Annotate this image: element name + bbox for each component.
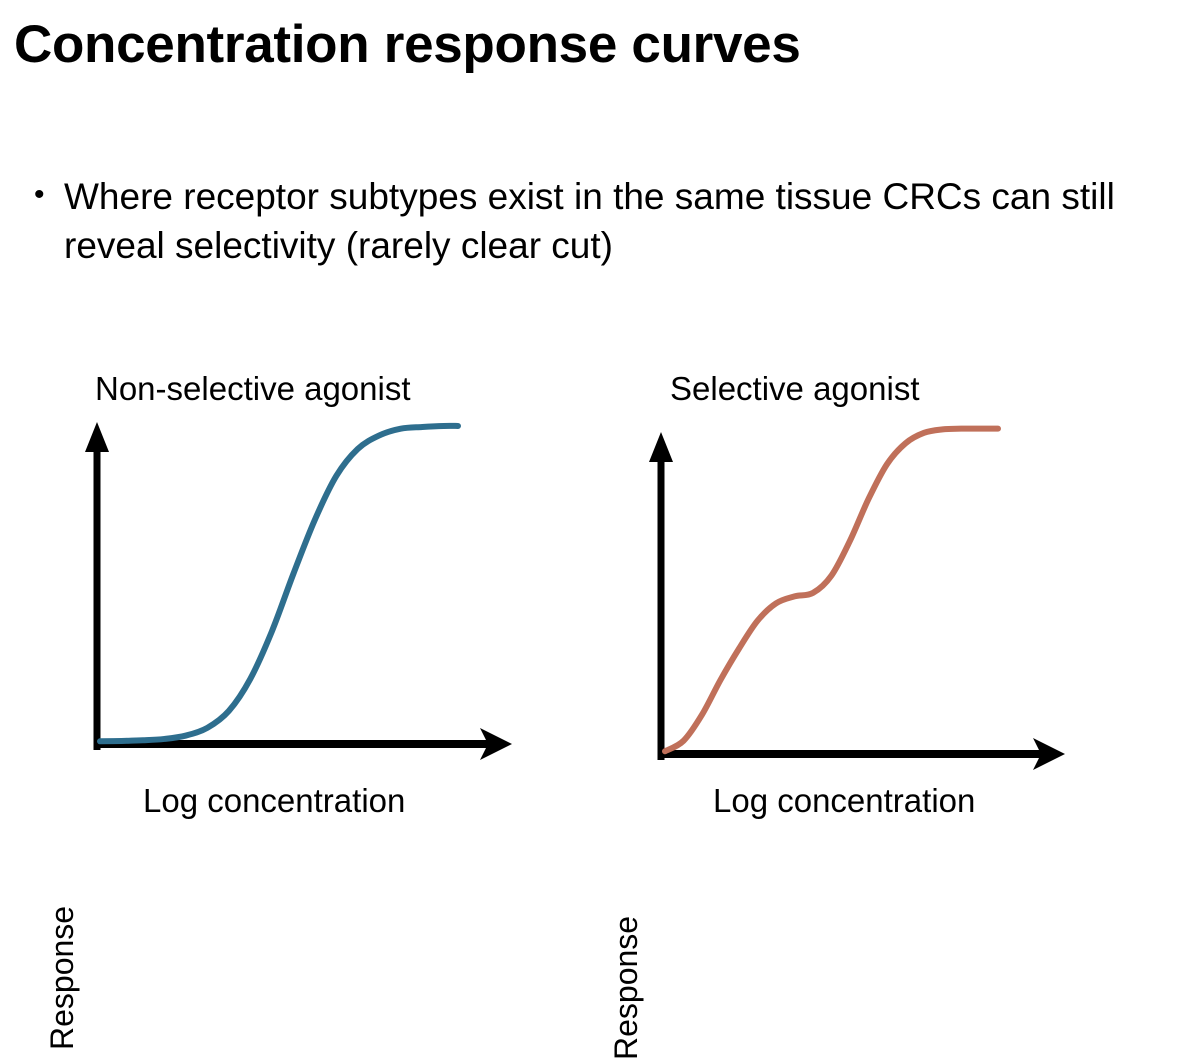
x-axis-arrowhead-right xyxy=(1033,738,1065,770)
chart-non-selective-agonist: Non-selective agonist Response Log conce… xyxy=(0,360,560,1050)
y-axis-arrowhead-left xyxy=(85,422,109,452)
bullet-item-text: Where receptor subtypes exist in the sam… xyxy=(64,176,1115,267)
plot-area-non-selective xyxy=(85,422,512,760)
y-axis-arrowhead-right xyxy=(649,432,673,462)
x-axis-label-log-concentration-right: Log concentration xyxy=(713,782,976,819)
data-curve-selective xyxy=(662,425,1001,755)
data-curve-non-selective xyxy=(97,422,461,745)
chart-title-non-selective: Non-selective agonist xyxy=(95,370,411,407)
bullet-point-icon: • xyxy=(34,178,45,211)
plot-area-selective xyxy=(649,425,1065,770)
x-axis-arrowhead-left xyxy=(480,728,512,760)
slide-canvas: Concentration response curves • Where re… xyxy=(0,15,1199,1060)
list-item: • Where receptor subtypes exist in the s… xyxy=(34,172,1154,270)
chart-title-selective: Selective agonist xyxy=(670,370,920,407)
y-axis-label-response-right: Response xyxy=(608,915,644,1060)
chart-selective-agonist: Selective agonist Response Log concentra… xyxy=(565,360,1199,1060)
page-title: Concentration response curves xyxy=(14,15,801,74)
y-axis-label-response-left: Response xyxy=(44,905,80,1050)
x-axis-label-log-concentration-left: Log concentration xyxy=(143,782,406,819)
bullet-list: • Where receptor subtypes exist in the s… xyxy=(34,172,1154,270)
